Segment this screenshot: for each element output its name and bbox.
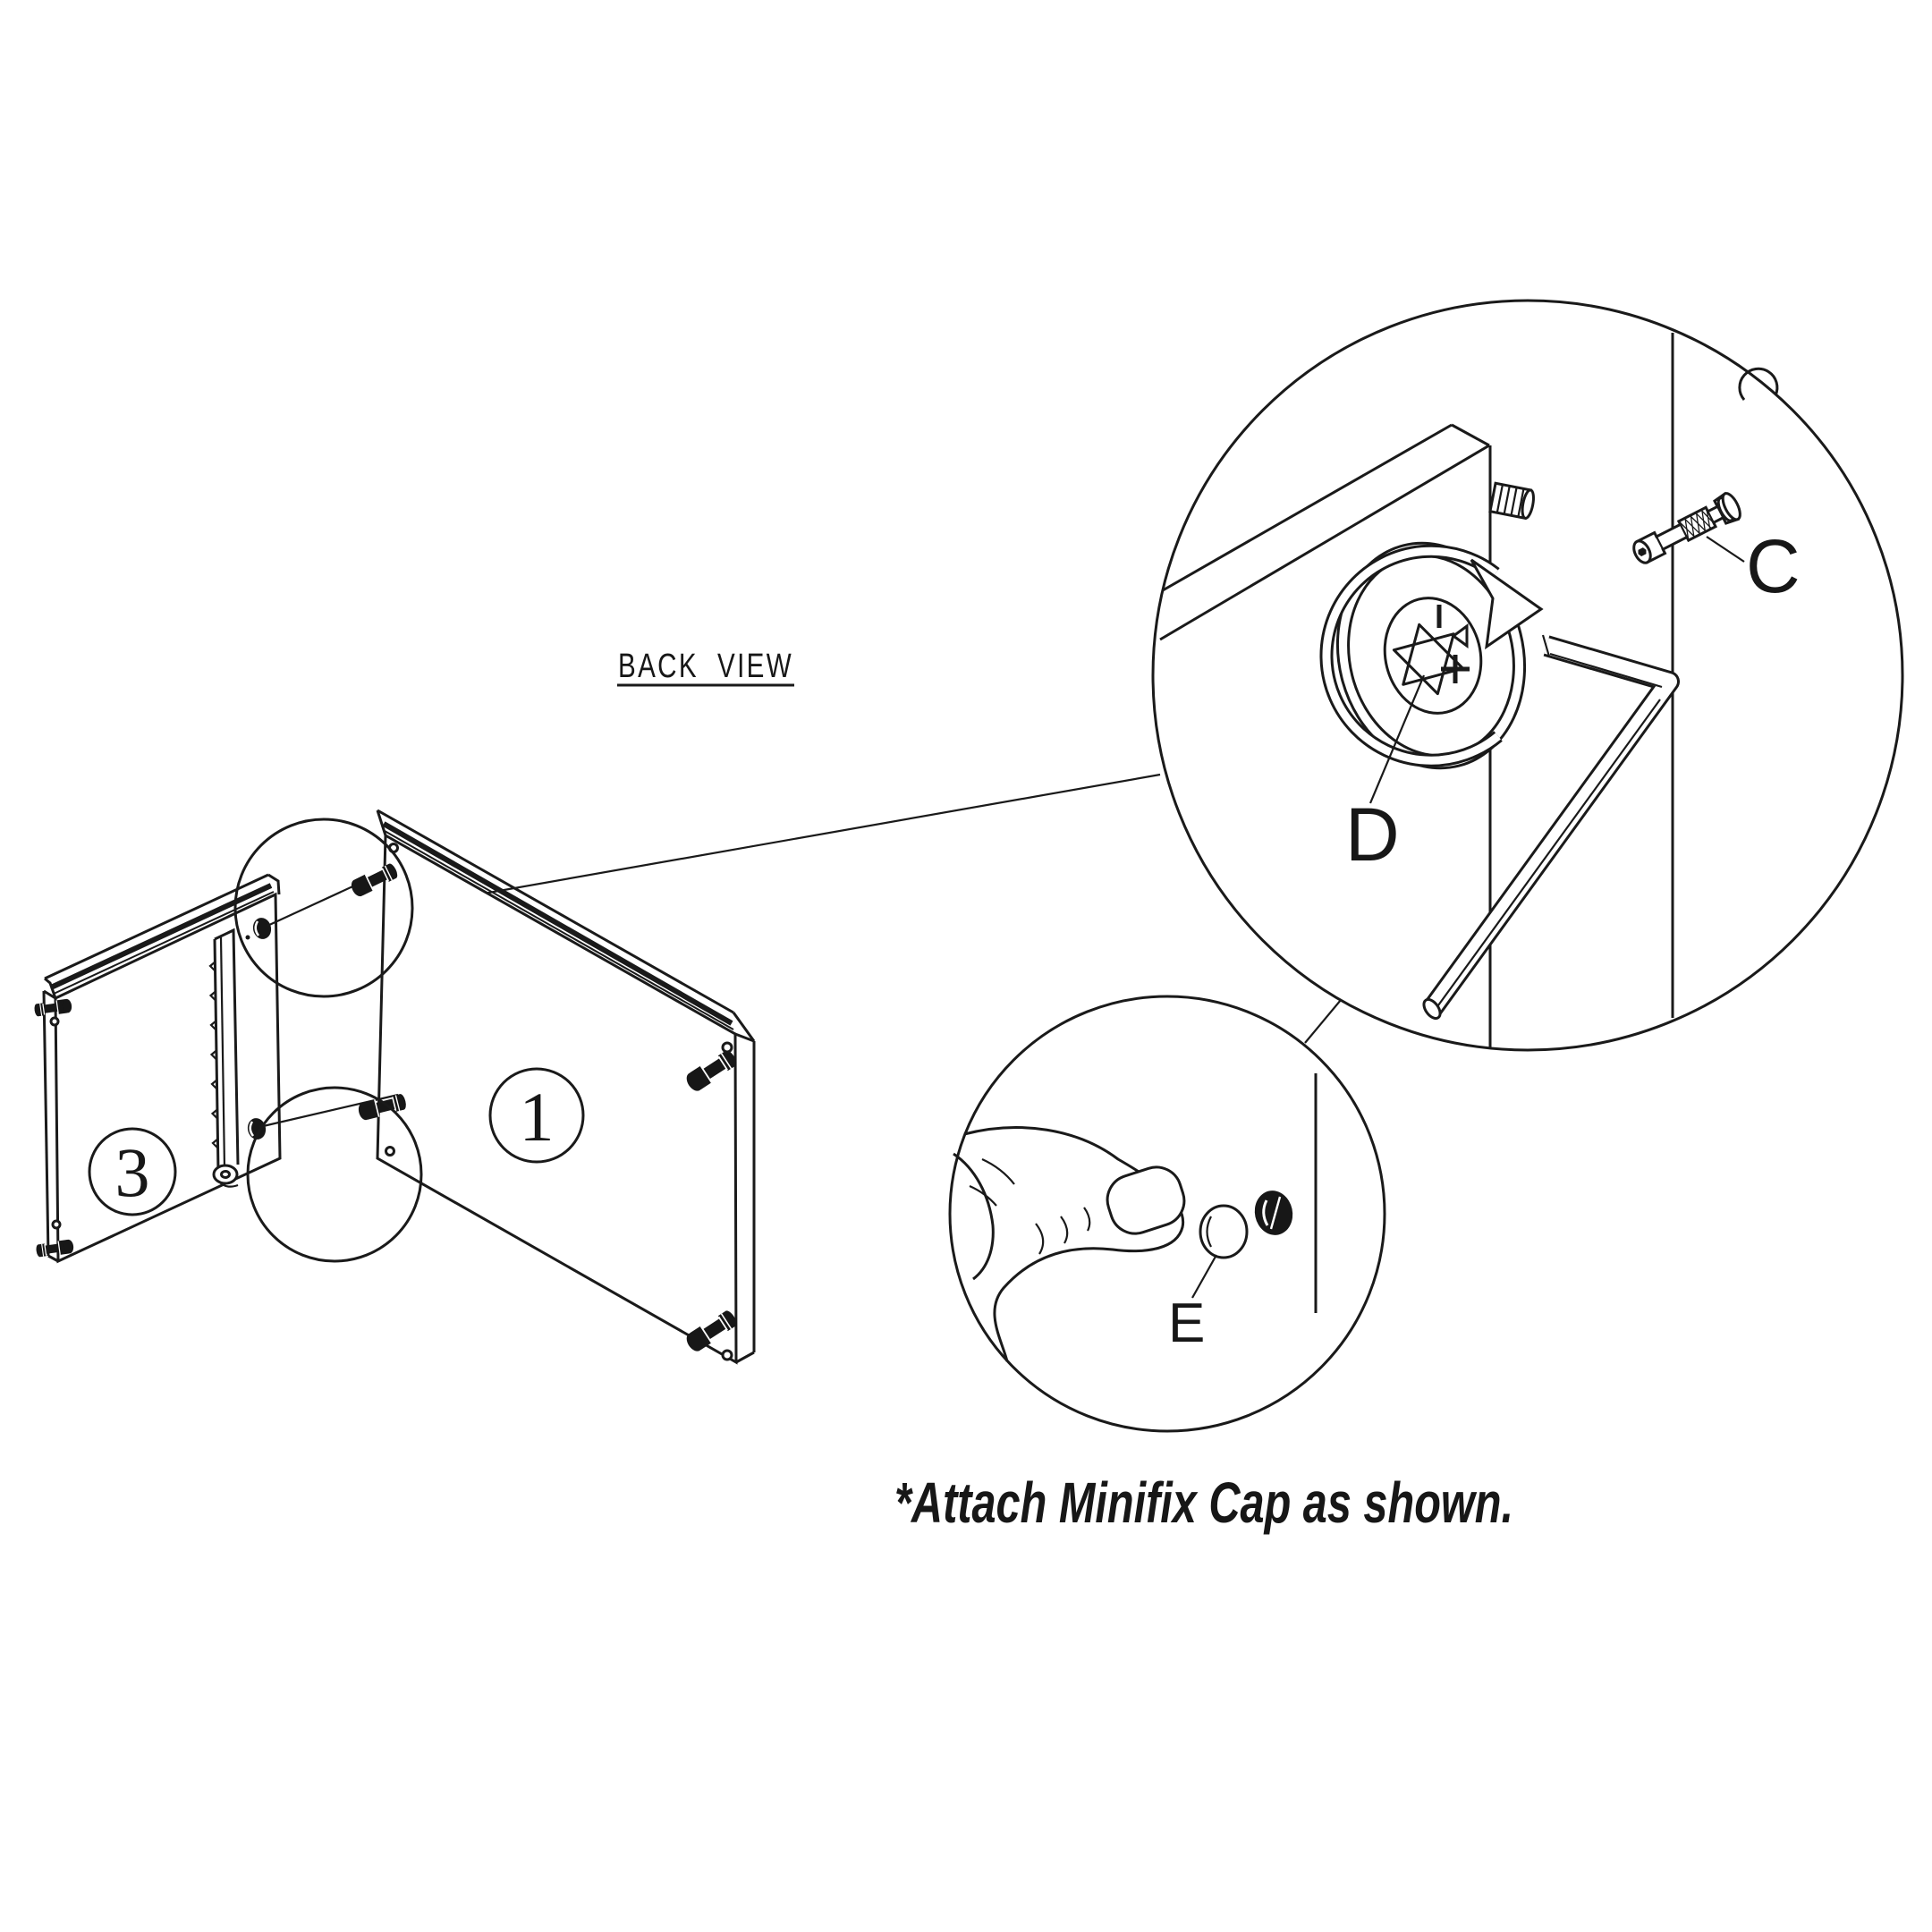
- detail-leader-line: [411, 773, 1161, 908]
- view-title-text: BACK VIEW: [618, 648, 793, 685]
- minifix-cap-e-icon: [1199, 1204, 1249, 1259]
- pilot-hole: [1738, 367, 1779, 401]
- panel-3-left-edge: [32, 989, 75, 1263]
- drawer-slide-icon: [208, 928, 240, 1188]
- part-label-3: 3: [88, 1127, 177, 1216]
- cam-hole-dark: [1254, 1191, 1293, 1235]
- label-cam-d: D: [1345, 792, 1400, 877]
- panel-3: 3: [32, 873, 282, 1264]
- cam-socket-star: [1392, 623, 1465, 696]
- panel-1: 1: [258, 809, 756, 1365]
- cam-indicator-marks: [1436, 605, 1470, 683]
- minifix-bolt-c-icon: [1632, 491, 1741, 564]
- part-label-1: 1: [488, 1067, 585, 1164]
- cam-hole-bottom: [247, 1118, 267, 1140]
- highlight-circle-top: [233, 818, 414, 998]
- caption-text: *Attach Minifix Cap as shown.: [894, 1470, 1513, 1535]
- detail-circle-small: E: [948, 995, 1386, 1433]
- part-number-3: 3: [115, 1133, 150, 1211]
- hex-key-icon: [1422, 634, 1680, 1021]
- rotation-arrow-icon: [1319, 544, 1544, 767]
- detail-circle-large: D C: [1151, 299, 1904, 1052]
- highlight-circle-bottom: [246, 1086, 423, 1263]
- view-title: BACK VIEW: [617, 648, 794, 687]
- panel-1-right-edge: [734, 1032, 756, 1364]
- panel-1-top-rail: [376, 809, 756, 1042]
- label-bolt-c: C: [1746, 524, 1801, 608]
- cam-hole-top: [245, 918, 272, 940]
- cam-lock-assembly: [1319, 541, 1544, 770]
- part-number-1: 1: [520, 1078, 555, 1156]
- thumb-icon: [953, 1126, 1186, 1362]
- dowel-pin-icon: [1488, 481, 1535, 521]
- label-cap-e: E: [1168, 1292, 1205, 1354]
